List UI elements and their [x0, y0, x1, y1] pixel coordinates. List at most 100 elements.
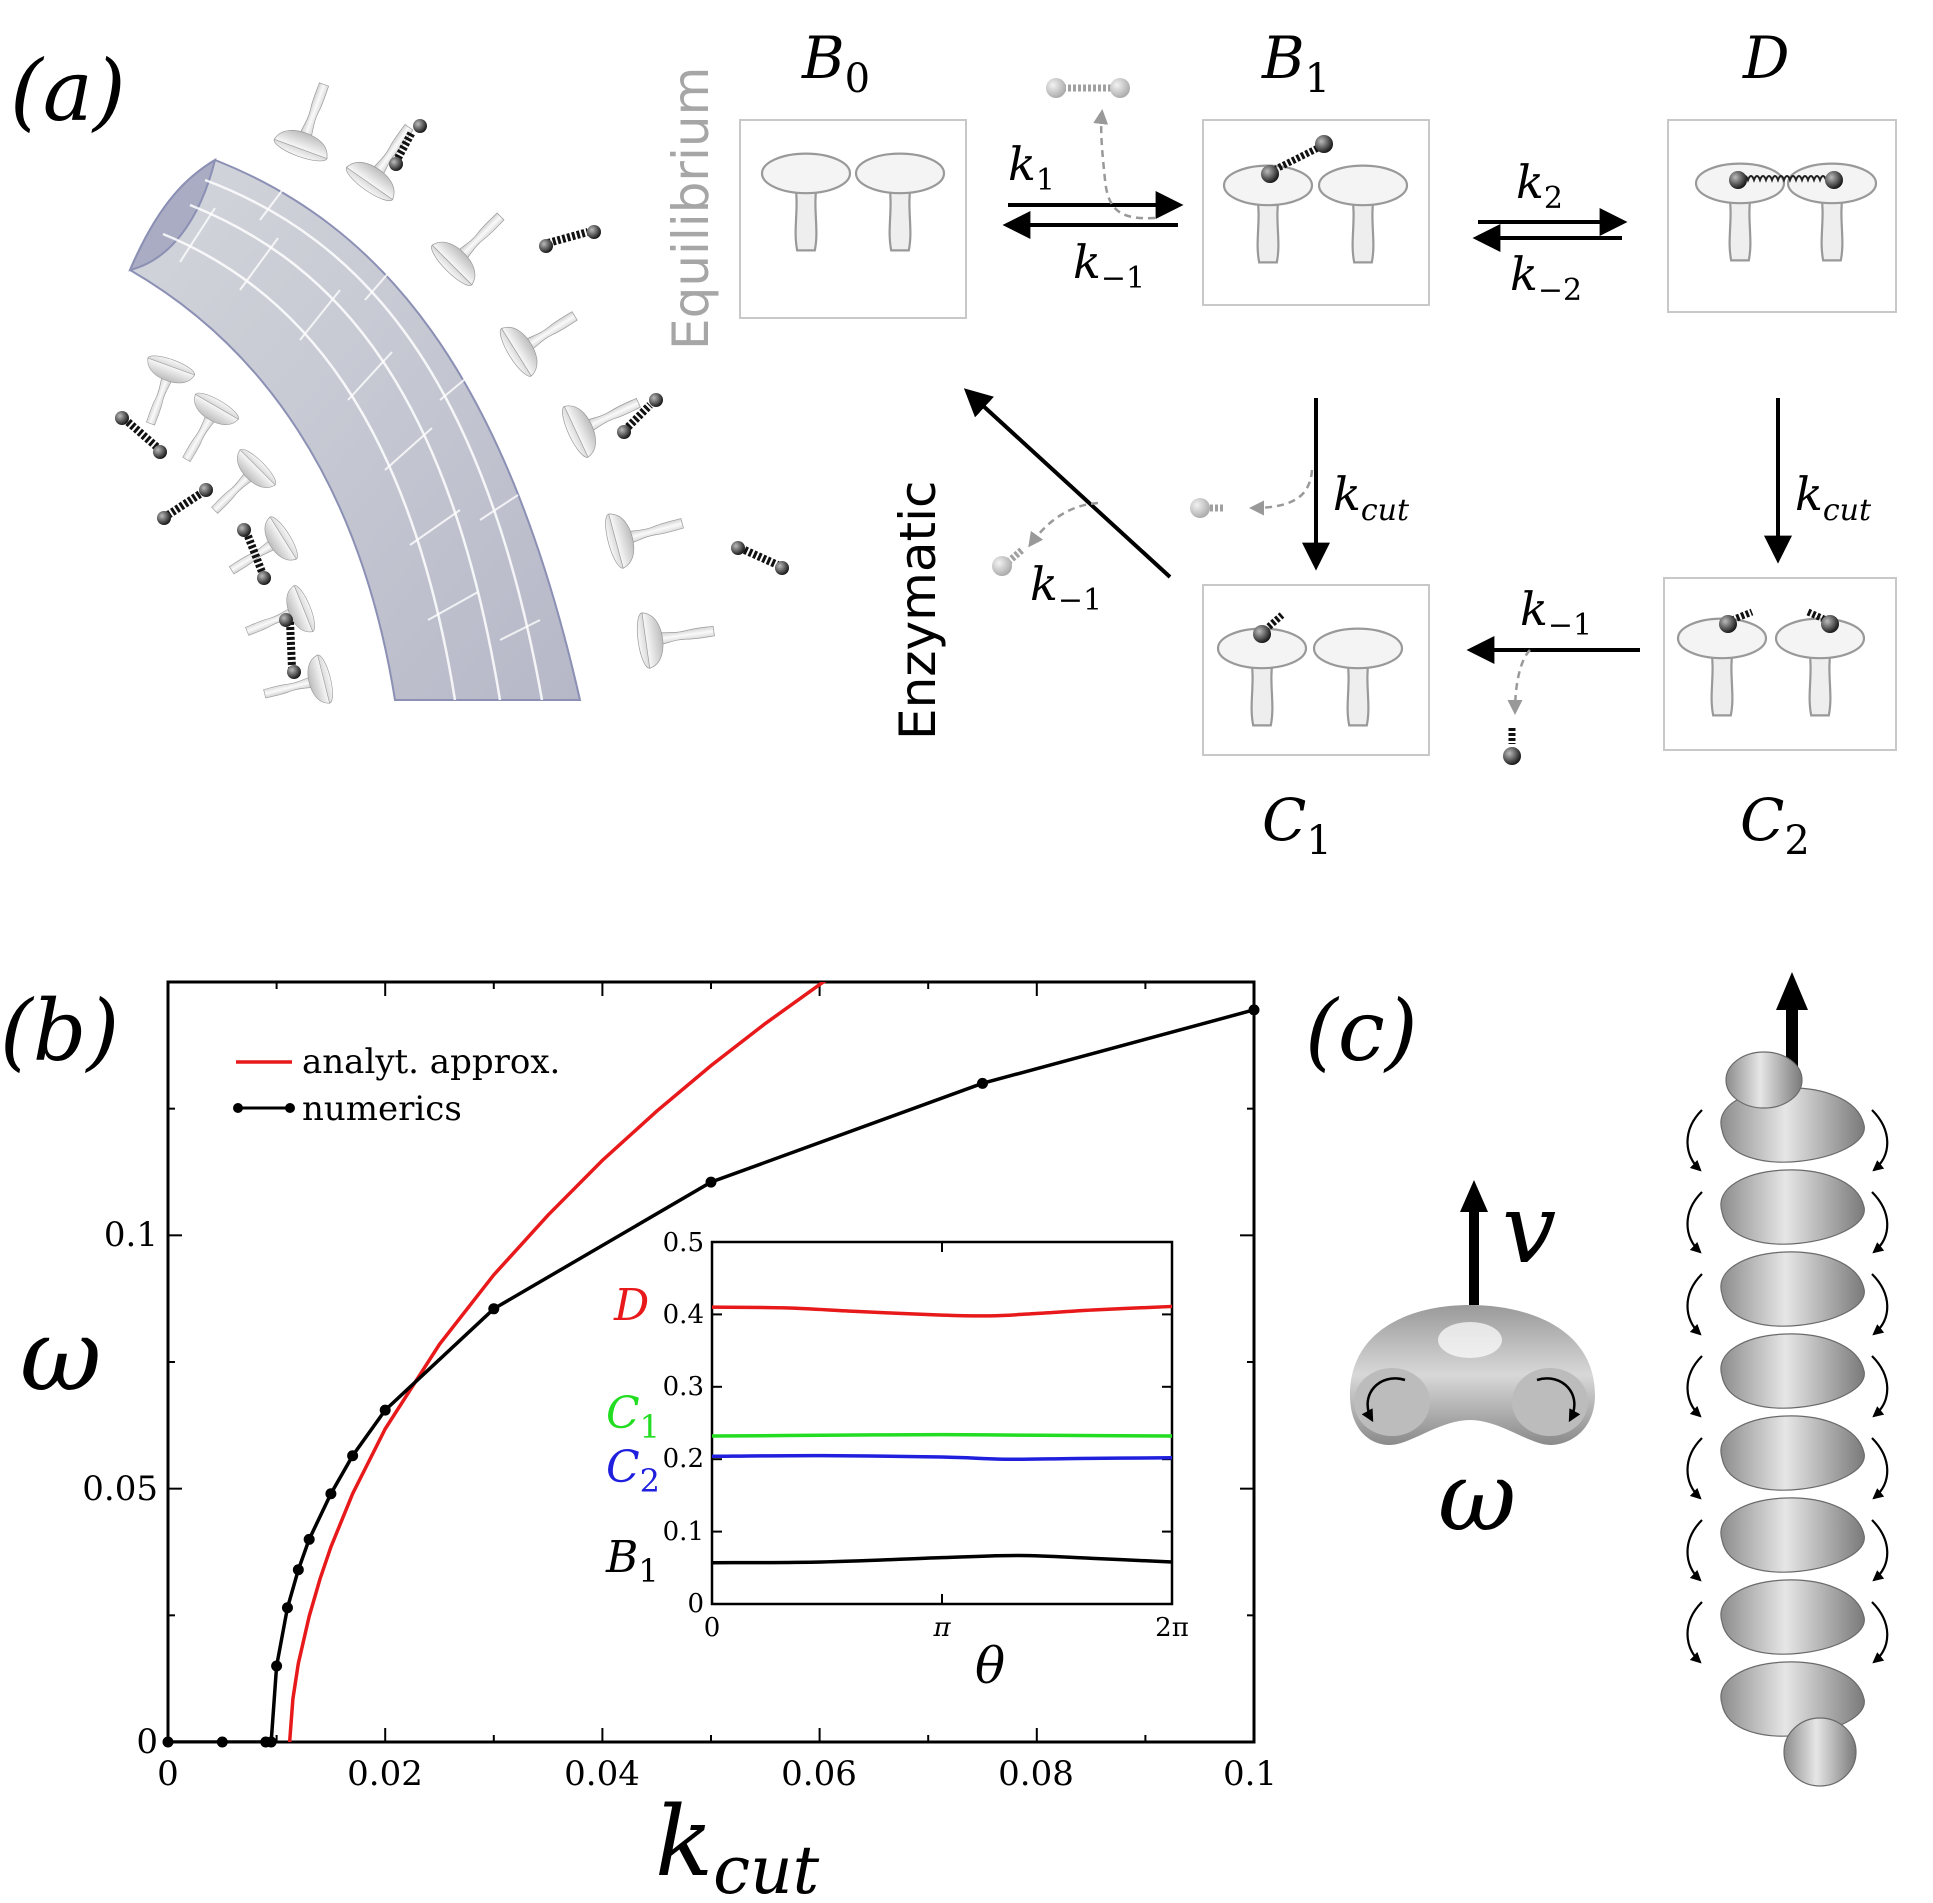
numerics-point	[705, 1176, 717, 1188]
rotation-arrow-left-icon	[1686, 1191, 1703, 1254]
panel-b: (b) 0 0.02 0.04 0.06 0.08 0.1 0 0.05 0.1…	[0, 980, 1277, 1903]
numerics-point	[216, 1736, 228, 1748]
inset-x-tick-labels: 0 π 2π	[704, 1613, 1189, 1643]
y-axis-label: ω	[20, 1297, 102, 1414]
cut-fragment-grey-2	[992, 501, 1099, 576]
helix-illustration	[1686, 972, 1889, 1787]
cell-wall-illustration	[115, 74, 789, 719]
x-tick-4: 0.08	[998, 1754, 1074, 1794]
legend-marker-right	[285, 1103, 295, 1113]
numerics-point	[271, 1660, 283, 1672]
helix-coil	[1720, 1661, 1865, 1737]
inset-label-d: D	[613, 1280, 649, 1331]
state-label-c2: C2	[1740, 786, 1810, 864]
helix-coil	[1720, 1579, 1865, 1655]
state-label-d: D	[1742, 24, 1790, 92]
numerics-point	[379, 1404, 391, 1416]
rotation-arrow-left-icon	[1686, 1273, 1703, 1336]
numerics-point	[265, 1736, 277, 1748]
inset-plot-frame	[710, 1240, 1174, 1606]
analytic-curve	[287, 982, 827, 1742]
inset-x-tick-2: 2π	[1155, 1613, 1189, 1643]
x-tick-5: 0.1	[1223, 1754, 1277, 1794]
inset-label-c2: C2	[606, 1442, 660, 1500]
helix-end-top	[1725, 1051, 1803, 1109]
inset-plot-series	[711, 1304, 1173, 1565]
cut-fragment-dark	[1503, 649, 1531, 765]
panel-c: (c) v ω	[1305, 972, 1889, 1787]
torus-illustration	[1350, 1305, 1595, 1445]
numerics-point	[325, 1488, 337, 1500]
helix-coil	[1720, 1333, 1865, 1409]
numerics-point	[1248, 1004, 1260, 1016]
rotation-arrow-right-icon	[1871, 1519, 1889, 1582]
rate-k-minus1-mid: k−1	[1030, 557, 1102, 618]
rotation-arrow-right-icon	[1871, 1191, 1889, 1254]
rotation-arrow-right-icon	[1871, 1109, 1889, 1172]
helix-coil	[1720, 1497, 1865, 1573]
state-label-c1: C1	[1262, 786, 1332, 864]
y-tick-0: 0	[136, 1722, 158, 1762]
numerics-point	[292, 1564, 304, 1576]
x-tick-0: 0	[157, 1754, 179, 1794]
inset-y-tick-4: 0.4	[663, 1300, 704, 1330]
state-box-d	[1667, 119, 1897, 313]
state-label-b1: B1	[1261, 24, 1330, 102]
rotation-arrow-left-icon	[1686, 1519, 1703, 1582]
inset-label-c1: C1	[606, 1388, 660, 1446]
arrow-enzymatic-return	[963, 388, 1172, 579]
omega-label: ω	[1438, 1441, 1516, 1553]
x-tick-3: 0.06	[781, 1754, 857, 1794]
numerics-point	[303, 1533, 315, 1545]
equilibrium-label: Equilibrium	[662, 67, 720, 350]
inset-y-tick-2: 0.2	[663, 1444, 704, 1474]
inset-curve-d	[711, 1304, 1173, 1318]
inset-curve-b1	[711, 1553, 1173, 1565]
legend: analyt. approx. numerics	[233, 1042, 560, 1129]
helix-coil	[1720, 1415, 1865, 1491]
rotation-arrow-left-icon	[1686, 1355, 1703, 1418]
inset-x-axis-label: θ	[975, 1637, 1005, 1695]
y-tick-1: 0.05	[82, 1469, 158, 1509]
rotation-arrow-right-icon	[1871, 1437, 1889, 1500]
numerics-point	[281, 1602, 293, 1614]
numerics-point	[347, 1450, 359, 1462]
inset-x-tick-1: π	[932, 1613, 951, 1643]
panel-a: (a)	[10, 24, 1897, 864]
x-tick-2: 0.04	[564, 1754, 640, 1794]
rotation-arrow-left-icon	[1686, 1601, 1703, 1664]
numerics-point	[488, 1303, 500, 1315]
legend-label-numerics: numerics	[302, 1089, 462, 1129]
inset-label-b1: B1	[605, 1532, 659, 1590]
cut-fragment-grey-1	[1190, 469, 1314, 518]
rotation-arrow-left-icon	[1686, 1109, 1703, 1172]
velocity-label: v	[1502, 1173, 1556, 1285]
helix-end-bottom	[1783, 1717, 1857, 1787]
inset-curve-c2	[711, 1453, 1173, 1461]
main-plot-series	[162, 982, 1260, 1748]
panel-c-label: (c)	[1305, 982, 1418, 1080]
rotation-arrow-left-icon	[1686, 1437, 1703, 1500]
rate-k-minus1-top: k−1	[1073, 235, 1145, 296]
numerics-point	[162, 1736, 174, 1748]
helix-arrow-icon	[1776, 972, 1808, 1010]
x-axis-label: kcut	[655, 1786, 820, 1903]
rate-k1: k1	[1008, 137, 1055, 198]
panel-b-label: (b)	[0, 982, 119, 1080]
rotation-arrow-right-icon	[1871, 1273, 1889, 1336]
inset-x-tick-0: 0	[704, 1613, 721, 1643]
state-label-b0: B0	[801, 24, 870, 102]
helix-coil	[1720, 1169, 1865, 1245]
velocity-arrow-icon	[1460, 1180, 1488, 1212]
numerics-point	[977, 1077, 988, 1089]
torus-rotation-left-icon	[1361, 1377, 1406, 1423]
x-tick-1: 0.02	[347, 1754, 423, 1794]
state-box-b0	[739, 119, 967, 319]
rate-kcut-right: kcut	[1795, 467, 1872, 528]
enzymatic-label: Enzymatic	[889, 481, 947, 740]
main-x-tick-labels: 0 0.02 0.04 0.06 0.08 0.1	[157, 1754, 1277, 1794]
torus-rotation-right-icon	[1536, 1377, 1581, 1423]
main-y-tick-labels: 0 0.05 0.1	[82, 1215, 158, 1762]
